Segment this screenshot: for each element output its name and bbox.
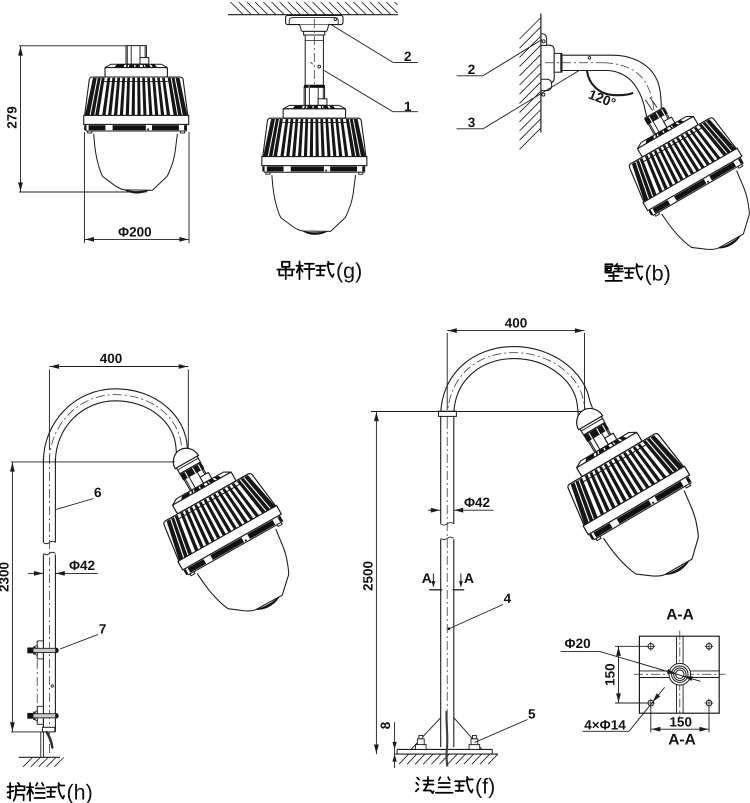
svg-text:2: 2 [404,49,412,64]
svg-text:4×Φ14: 4×Φ14 [584,718,626,733]
svg-text:8: 8 [378,721,393,729]
svg-text:(b): (b) [645,262,671,286]
svg-text:(h): (h) [67,781,93,803]
svg-text:(g): (g) [336,259,362,283]
svg-text:A-A: A-A [668,732,696,749]
svg-text:4: 4 [504,591,512,606]
svg-text:400: 400 [100,351,123,366]
svg-text:6: 6 [94,485,102,500]
svg-text:A-A: A-A [666,607,694,624]
svg-text:279: 279 [5,106,20,129]
svg-text:2300: 2300 [0,562,12,592]
svg-text:400: 400 [505,315,528,330]
svg-text:7: 7 [99,621,107,636]
svg-text:2500: 2500 [361,561,376,591]
svg-text:(f): (f) [475,775,495,799]
svg-text:A: A [464,570,474,586]
svg-text:Φ200: Φ200 [118,225,152,240]
svg-text:5: 5 [528,706,536,721]
svg-text:2: 2 [468,62,476,77]
svg-text:3: 3 [468,115,476,130]
svg-text:Φ42: Φ42 [69,558,95,573]
svg-text:Φ20: Φ20 [565,636,591,651]
svg-text:150: 150 [603,663,618,686]
svg-text:Φ42: Φ42 [464,495,490,510]
svg-text:150: 150 [669,714,692,729]
svg-text:1: 1 [404,99,412,114]
svg-text:A: A [422,570,432,586]
